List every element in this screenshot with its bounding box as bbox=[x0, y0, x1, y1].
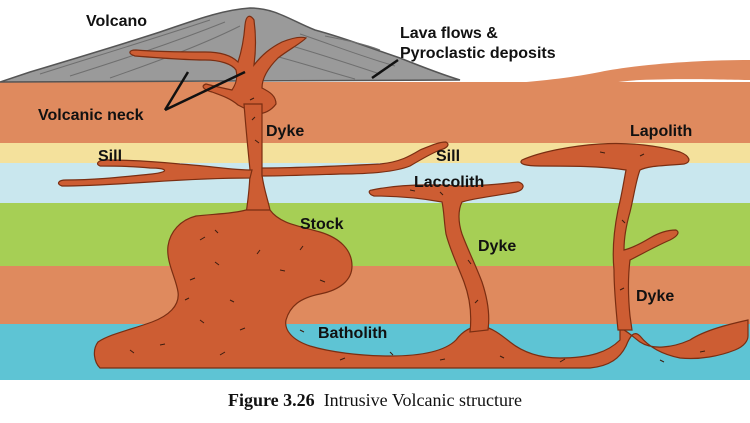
label-stock: Stock bbox=[300, 216, 344, 233]
figure-caption: Figure 3.26 Intrusive Volcanic structure bbox=[0, 390, 750, 411]
intrusive-volcanic-structure-diagram: Volcano Lava flows & Pyroclastic deposit… bbox=[0, 7, 750, 380]
label-laccolith: Laccolith bbox=[414, 174, 484, 191]
upper-rock-layer bbox=[0, 82, 750, 145]
label-batholith: Batholith bbox=[318, 325, 387, 342]
label-lapolith: Lapolith bbox=[630, 123, 692, 140]
lava-pointer bbox=[371, 58, 399, 80]
label-lava-line1: Lava flows & bbox=[400, 25, 498, 42]
magma-intrusions bbox=[57, 15, 749, 369]
green-layer bbox=[0, 203, 750, 268]
caption-number: Figure 3.26 bbox=[228, 390, 315, 410]
label-sill-left: Sill bbox=[98, 148, 122, 165]
neck-pointer-2 bbox=[164, 70, 246, 112]
pointer-lines bbox=[163, 58, 399, 112]
right-sill-shape bbox=[261, 141, 449, 177]
left-sill-shape bbox=[57, 159, 253, 187]
label-sill-right: Sill bbox=[436, 148, 460, 165]
laccolith-shape bbox=[368, 181, 524, 333]
volcanic-neck-shape bbox=[129, 15, 308, 115]
caption-text: Intrusive Volcanic structure bbox=[323, 390, 522, 410]
lapolith-shape bbox=[520, 142, 690, 331]
stock-batholith-shape bbox=[93, 209, 749, 369]
magma-speckles bbox=[129, 97, 706, 363]
volcano-cone bbox=[0, 7, 461, 83]
volcano-body bbox=[0, 7, 461, 83]
label-dyke-right: Dyke bbox=[636, 288, 674, 305]
labels: Volcano Lava flows & Pyroclastic deposit… bbox=[38, 13, 692, 342]
label-dyke-top: Dyke bbox=[266, 123, 304, 140]
label-lava-line2: Pyroclastic deposits bbox=[400, 45, 556, 62]
label-dyke-middle: Dyke bbox=[478, 238, 516, 255]
label-volcano: Volcano bbox=[86, 13, 147, 30]
neck-pointer-1 bbox=[163, 71, 190, 111]
label-volcanic-neck: Volcanic neck bbox=[38, 107, 144, 124]
volcano-contours bbox=[39, 19, 396, 80]
ground-surface bbox=[0, 60, 750, 97]
